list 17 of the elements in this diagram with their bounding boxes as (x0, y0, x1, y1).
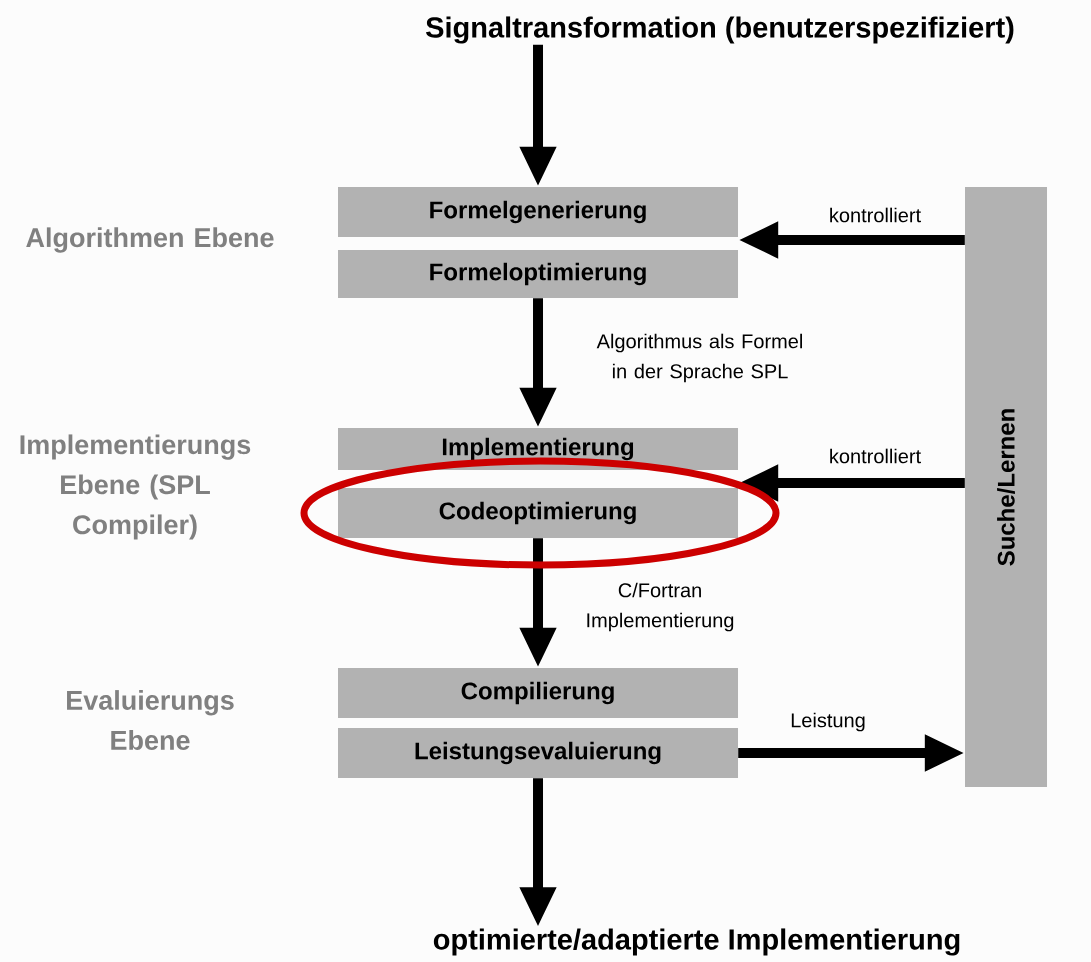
edge-label: C/Fortran Implementierung (587, 582, 734, 632)
heading-text: Signaltransformation (benutzerspezifiziert) (426, 16, 1014, 44)
process-box: Codeoptimierung (338, 488, 738, 538)
edge-label: kontrolliert (830, 448, 921, 464)
edge-label: Algorithmus als Formel in der Sprache SPL (596, 333, 802, 383)
level-label: Implementierungs Ebene (SPL Compiler) (20, 434, 251, 540)
node-label: Codeoptimierung (439, 501, 636, 525)
level-label: Algorithmen Ebene (26, 227, 274, 253)
edge-label: Leistung (791, 712, 865, 732)
edge-label: kontrolliert (830, 207, 921, 223)
process-bar: Suche/Lernen (965, 187, 1047, 787)
process-box: Formelgenerierung (338, 187, 738, 237)
process-box: Formeloptimierung (338, 250, 738, 298)
heading-text: optimierte/adaptierte Implementierung (433, 928, 960, 956)
process-box: Compilierung (338, 668, 738, 718)
level-label: Evaluierungs Ebene (67, 690, 234, 750)
process-box: Leistungsevaluierung (338, 728, 738, 778)
